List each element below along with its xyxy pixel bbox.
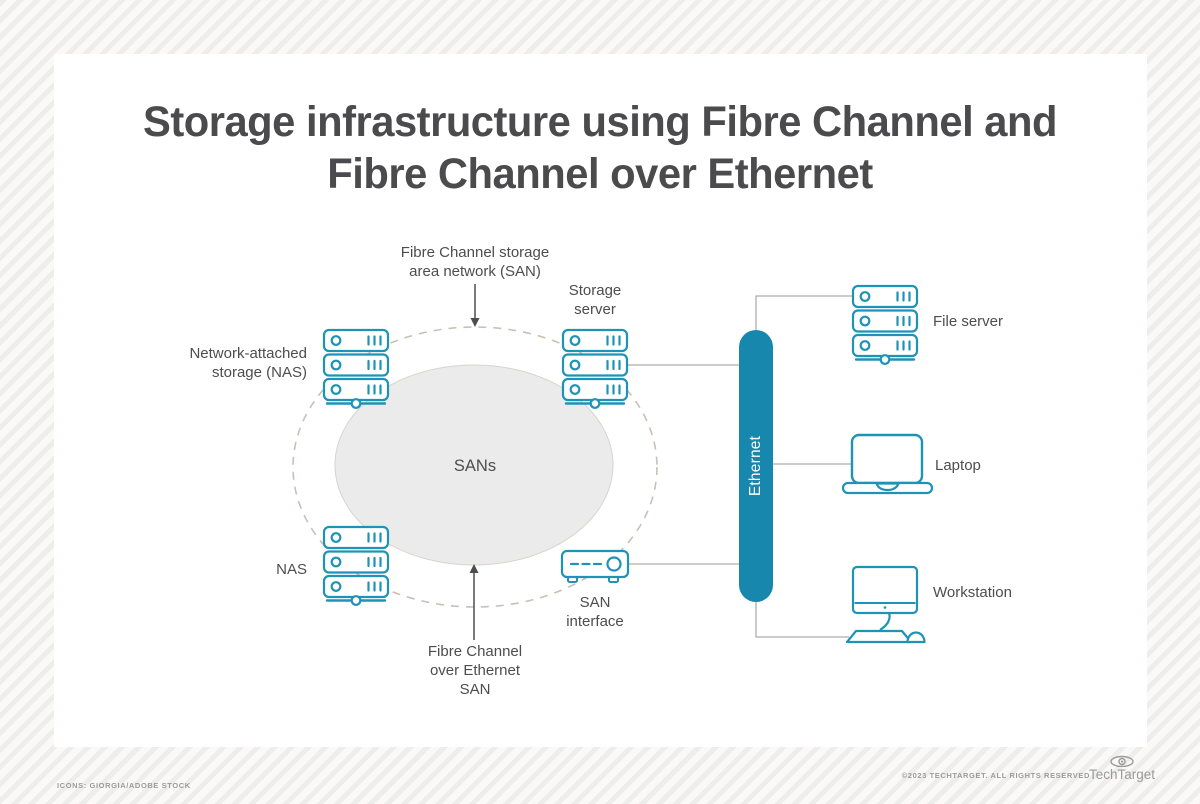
label-file-server: File server	[933, 313, 1004, 330]
label-fc-san: Fibre Channel storage area network (SAN)	[400, 244, 550, 280]
label-sans: SANs	[453, 457, 497, 475]
ethernet-bus-bar	[739, 330, 773, 602]
page-title: Storage infrastructure using Fibre Chann…	[142, 98, 1057, 198]
label-nas-full: Network-attached storage (NAS)	[189, 345, 307, 381]
techtarget-logo: TechTarget	[1089, 755, 1155, 782]
copyright-text: ©2023 TECHTARGET. ALL RIGHTS RESERVED	[901, 771, 1090, 780]
label-laptop: Laptop	[935, 457, 981, 474]
eye-icon	[1110, 755, 1134, 767]
connector-lines	[628, 295, 853, 638]
server-stack-icon	[853, 286, 917, 364]
label-fcoe-san: Fibre Channel over Ethernet SAN	[427, 643, 523, 698]
fc-san-dashed-ring	[292, 326, 658, 608]
laptop-icon	[841, 433, 934, 495]
icons-credit: ICONS: GIORGIA/ADOBE STOCK	[57, 781, 191, 790]
connector-ethernet-to-workstation	[755, 602, 849, 638]
label-workstation: Workstation	[933, 584, 1012, 601]
fcoe-san-arrow	[469, 564, 479, 640]
workstation-icon	[845, 565, 926, 644]
label-nas-short: NAS	[276, 561, 307, 578]
server-stack-icon	[563, 330, 627, 408]
connector-ethernet-to-file-server	[755, 295, 853, 330]
fc-san-arrow	[470, 284, 480, 327]
brand-name: TechTarget	[1088, 767, 1156, 782]
label-ethernet: Ethernet	[747, 435, 764, 497]
server-stack-icon	[324, 330, 388, 408]
label-san-interface: SAN interface	[566, 594, 624, 630]
san-interface-box-icon	[560, 549, 630, 583]
label-storage-server: Storage server	[568, 282, 622, 318]
server-stack-icon	[324, 527, 388, 605]
